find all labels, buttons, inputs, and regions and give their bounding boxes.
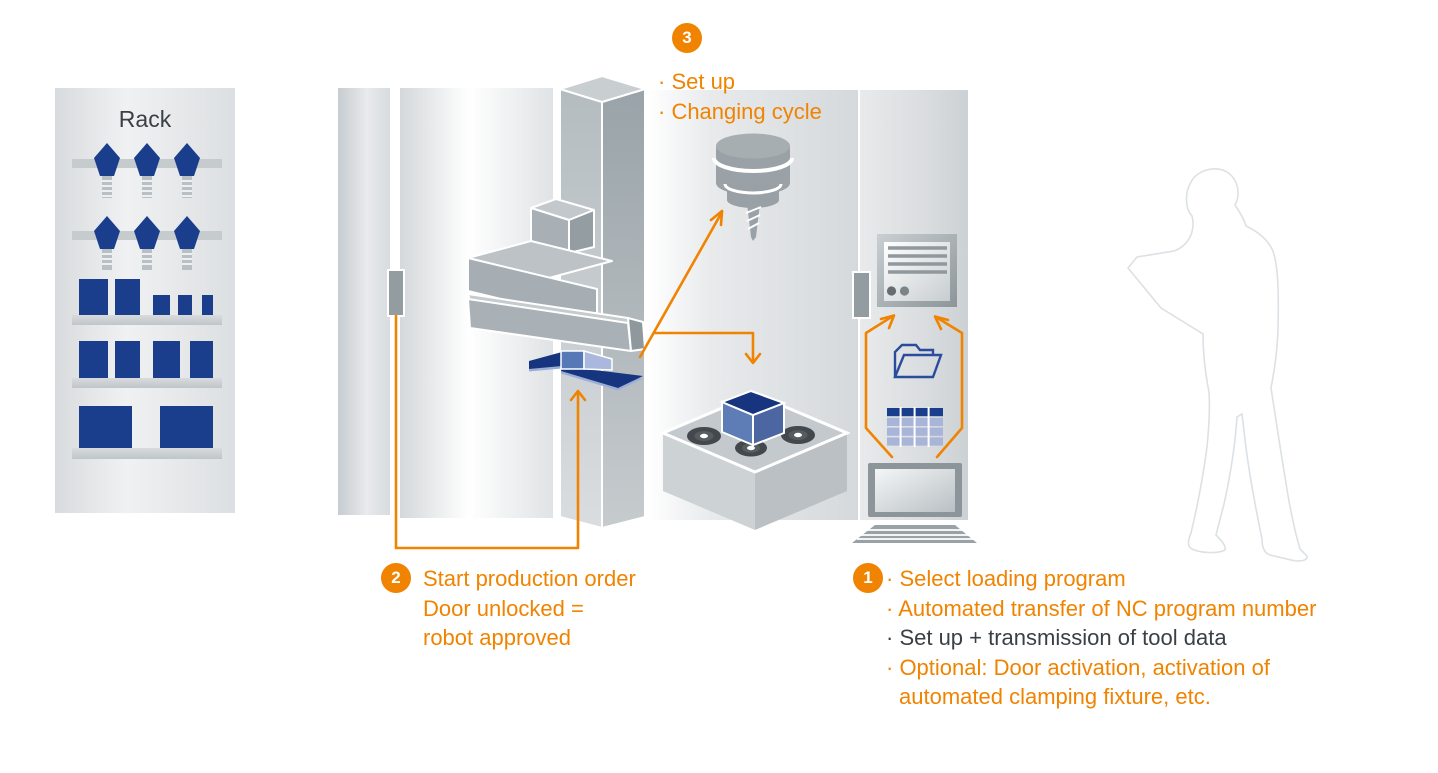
step3-line-2: · Changing cycle <box>658 98 822 124</box>
step3-text: · Set up · Changing cycle <box>658 67 822 126</box>
upload-arrow-right <box>933 315 964 459</box>
tool-rack <box>72 143 222 459</box>
workflow-arrows <box>394 209 964 550</box>
step2-badge: 2 <box>381 563 411 593</box>
step2-line-3: robot approved <box>423 625 571 650</box>
door-handle-right <box>852 271 871 319</box>
step1-text: · Select loading program · Automated tra… <box>886 564 1316 712</box>
step1-line-5: automated clamping fixture, etc. <box>899 684 1211 709</box>
door-handle-left <box>387 269 405 317</box>
robot-arm <box>467 198 646 352</box>
step1-badge: 1 <box>853 563 883 593</box>
step1-line-2: · Automated transfer of NC program numbe… <box>886 595 1317 621</box>
tool-holder-icons <box>94 143 200 249</box>
step2-line-1: Start production order <box>423 566 636 591</box>
rack-title-label: Rack <box>118 106 172 132</box>
shank-threads <box>102 180 192 265</box>
step1-line-1: · Select loading program <box>886 566 1126 591</box>
step2-line-2: Door unlocked = <box>423 595 584 621</box>
milling-spindle-icon <box>712 133 794 241</box>
folder-icon <box>893 343 943 379</box>
step3-line-1: · Set up <box>658 69 736 94</box>
upload-arrow-left <box>864 314 896 459</box>
pallet-chucks <box>687 426 815 457</box>
machine-table <box>659 389 851 530</box>
hmi-screen-icon <box>877 234 957 307</box>
blank-blocks <box>79 279 213 448</box>
rack-shelves <box>72 315 222 459</box>
step1-line-3: · Set up + transmission of tool data <box>886 625 1227 650</box>
data-grid-icon <box>887 407 943 447</box>
operator-silhouette <box>1126 168 1308 562</box>
step3-badge: 3 <box>672 23 702 53</box>
step2-text: Start production order Door unlocked = r… <box>423 564 636 653</box>
step1-line-4: · Optional: Door activation, activation … <box>886 654 1270 680</box>
workpiece-cube <box>719 389 787 447</box>
step2-connector-arrow <box>394 314 587 550</box>
laptop-icon <box>852 463 977 543</box>
door-panel-left <box>338 88 390 515</box>
table-arrow <box>652 331 762 365</box>
gripper-tray <box>529 350 643 391</box>
